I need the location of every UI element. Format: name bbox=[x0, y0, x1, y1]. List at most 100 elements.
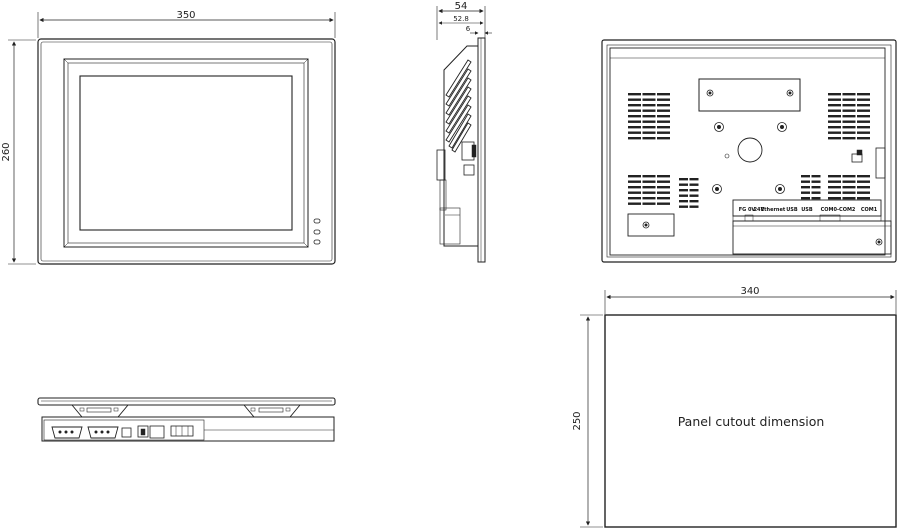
vent-slot bbox=[842, 98, 856, 101]
vent-slot bbox=[657, 137, 670, 140]
vent-slot bbox=[628, 186, 641, 189]
vent-slot bbox=[642, 93, 656, 96]
rear-vent-grids bbox=[628, 93, 870, 208]
rear-outline bbox=[601, 39, 897, 263]
side-front-bezel bbox=[477, 37, 486, 263]
vent-slot bbox=[642, 104, 656, 107]
vent-slot bbox=[828, 104, 841, 107]
vent-slot bbox=[828, 98, 841, 101]
screw-icon bbox=[714, 122, 724, 132]
vent-slot bbox=[857, 104, 870, 107]
vent-slot bbox=[811, 175, 821, 178]
vent-slot bbox=[842, 109, 856, 112]
rear-cover-panel bbox=[627, 213, 675, 237]
front-display-area bbox=[79, 75, 293, 231]
vent-slot bbox=[857, 98, 870, 101]
side-depth2-label: 52.8 bbox=[453, 15, 469, 23]
vent-slot bbox=[801, 175, 810, 178]
front-width-label: 350 bbox=[176, 10, 195, 21]
vent-slot bbox=[642, 191, 656, 194]
vent-slot bbox=[628, 202, 641, 205]
vent-slot bbox=[842, 104, 856, 107]
vent-slot bbox=[642, 120, 656, 123]
vent-slot bbox=[857, 137, 870, 140]
usb-port bbox=[121, 427, 132, 438]
vent-slot bbox=[657, 98, 670, 101]
vent-slot bbox=[811, 197, 821, 200]
vent-slot bbox=[811, 186, 821, 189]
vent-slot bbox=[842, 175, 856, 178]
cutout-view bbox=[580, 290, 897, 528]
vent-slot bbox=[828, 120, 841, 123]
vent-slot bbox=[679, 205, 688, 208]
port-label: FG 0V bbox=[739, 207, 756, 213]
vent-slot bbox=[828, 191, 841, 194]
port-label: COM0-COM2 bbox=[821, 207, 856, 213]
vent-slot bbox=[657, 197, 670, 200]
vent-slot bbox=[642, 115, 656, 118]
vent-slot bbox=[801, 180, 810, 183]
vent-slot bbox=[857, 197, 870, 200]
vent-slot bbox=[628, 175, 641, 178]
vent-slot bbox=[842, 126, 856, 129]
port-label: USB bbox=[786, 207, 798, 213]
vent-slot bbox=[689, 205, 699, 208]
vent-slot bbox=[842, 180, 856, 183]
front-screen-frame bbox=[63, 58, 309, 248]
vent-slot bbox=[679, 194, 688, 197]
vent-slot bbox=[857, 115, 870, 118]
port-label: Ethernet bbox=[761, 207, 786, 213]
vent-slot bbox=[679, 200, 688, 203]
ethernet-port bbox=[149, 425, 165, 439]
vent-slot bbox=[828, 180, 841, 183]
front-bezel bbox=[37, 38, 336, 265]
vent-slot bbox=[857, 93, 870, 96]
screw-icon bbox=[775, 184, 785, 194]
vent-slot bbox=[642, 197, 656, 200]
front-height-label: 260 bbox=[1, 142, 12, 161]
vent-slot bbox=[689, 183, 699, 186]
led-indicator bbox=[313, 229, 321, 235]
led-indicator bbox=[313, 218, 321, 224]
vent-slot bbox=[642, 126, 656, 129]
vent-slot bbox=[642, 180, 656, 183]
db9-connector bbox=[51, 426, 83, 439]
vent-slot bbox=[628, 197, 641, 200]
center-knob bbox=[737, 137, 763, 163]
vent-slot bbox=[628, 93, 641, 96]
vent-slot bbox=[828, 186, 841, 189]
vent-slot bbox=[657, 191, 670, 194]
vent-slot bbox=[689, 200, 699, 203]
port-label: 24V bbox=[754, 207, 765, 213]
rear-battery-cover bbox=[732, 220, 892, 255]
vent-slot bbox=[842, 186, 856, 189]
vent-slot bbox=[842, 197, 856, 200]
vent-slot bbox=[628, 98, 641, 101]
vent-slot bbox=[857, 120, 870, 123]
rear-view bbox=[601, 39, 897, 263]
vent-slot bbox=[689, 178, 699, 181]
rear-mount-plate bbox=[698, 78, 801, 112]
vent-slot bbox=[657, 180, 670, 183]
vent-slot bbox=[642, 202, 656, 205]
vent-slot bbox=[628, 131, 641, 134]
vent-slot bbox=[642, 131, 656, 134]
side-view bbox=[436, 6, 492, 263]
bottom-view bbox=[37, 397, 336, 442]
vent-slot bbox=[842, 93, 856, 96]
vent-slot bbox=[657, 93, 670, 96]
usb-port bbox=[137, 425, 149, 438]
vent-slot bbox=[689, 189, 699, 192]
vent-slot bbox=[801, 186, 810, 189]
vent-slot bbox=[828, 109, 841, 112]
vent-slot bbox=[679, 178, 688, 181]
vent-slot bbox=[679, 183, 688, 186]
vent-slot bbox=[642, 186, 656, 189]
panel-cutout-rect bbox=[604, 314, 897, 528]
vent-slot bbox=[842, 137, 856, 140]
front-view bbox=[8, 12, 336, 265]
vent-slot bbox=[811, 180, 821, 183]
vent-slot bbox=[857, 131, 870, 134]
vent-slot bbox=[842, 131, 856, 134]
vent-slot bbox=[628, 191, 641, 194]
